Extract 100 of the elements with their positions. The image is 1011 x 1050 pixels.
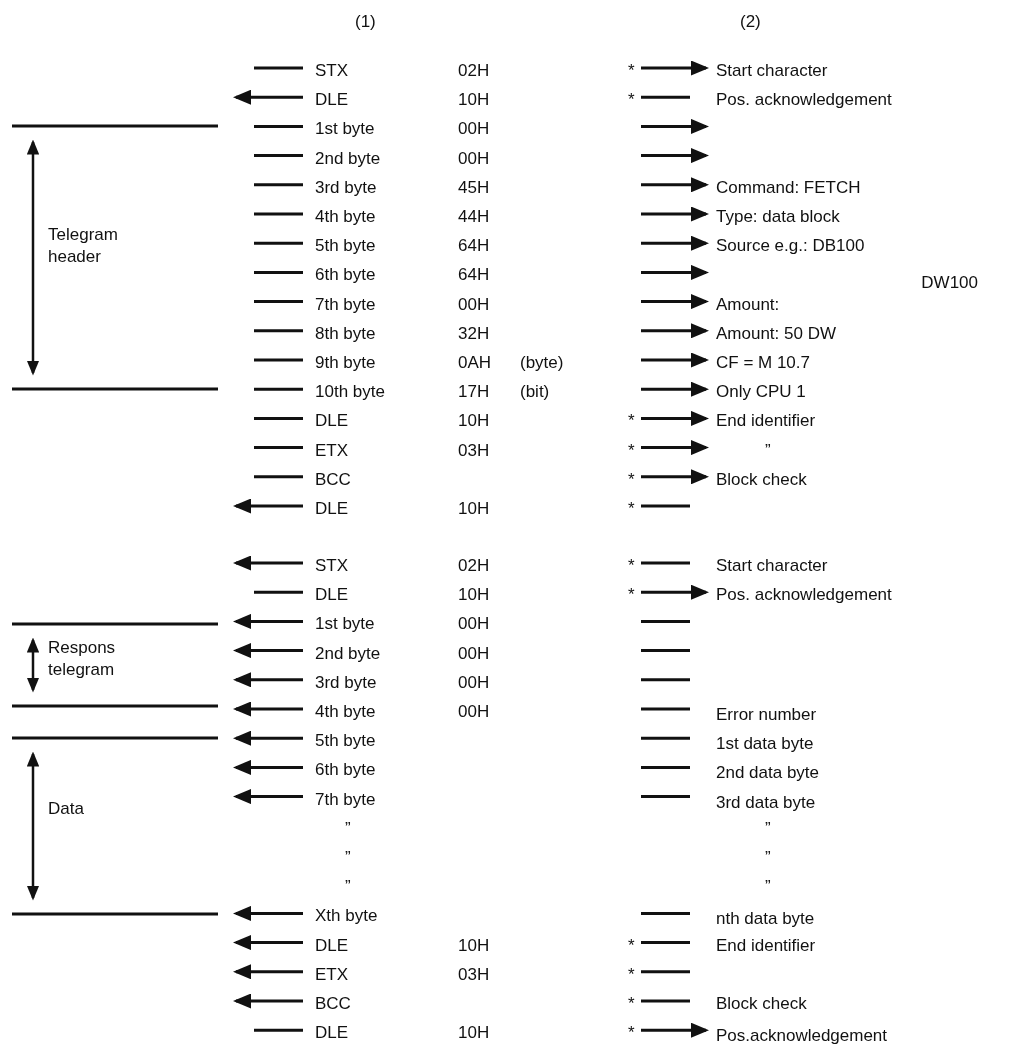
field-name: 1st byte [315, 118, 375, 141]
hex-value: 02H [458, 555, 490, 577]
footnote-mark: * [628, 934, 635, 957]
description: Pos. acknowledgement [716, 89, 892, 112]
column-heading: (2) [740, 11, 761, 33]
description: Block check [716, 993, 807, 1015]
hex-value: 00H [458, 293, 490, 316]
hex-value: 00H [458, 701, 490, 723]
footnote-mark: * [628, 555, 635, 577]
group-label: Data [48, 798, 85, 821]
hex-value: 45H [458, 176, 490, 199]
field-name: 5th byte [315, 235, 376, 258]
column-heading: (1) [355, 11, 376, 33]
footnote-mark: * [628, 584, 635, 607]
field-name: ETX [315, 439, 349, 462]
field-name: 4th byte [315, 701, 376, 723]
description: 2nd data byte [716, 762, 820, 785]
field-name: STX [315, 555, 349, 577]
description: nth data byte [716, 908, 815, 931]
ditto-mark: ” [765, 439, 771, 462]
ditto-mark: ” [765, 847, 771, 869]
footnote-mark: * [628, 1022, 635, 1045]
description: End identifier [716, 934, 816, 957]
description: Amount: [716, 293, 780, 316]
description: End identifier [716, 410, 816, 433]
footnote-mark: * [628, 993, 635, 1015]
field-name: 2nd byte [315, 147, 381, 170]
hex-value: 00H [458, 671, 490, 694]
field-name: DLE [315, 584, 349, 607]
hex-value: 10H [458, 584, 490, 607]
value-note: (bit) [520, 381, 550, 404]
description: 3rd data byte [716, 791, 816, 814]
description: Start character [716, 555, 828, 577]
field-name: 1st byte [315, 613, 375, 636]
footnote-mark: * [628, 468, 635, 491]
description: Block check [716, 468, 807, 491]
value-note: (byte) [520, 352, 564, 374]
field-name: DLE [315, 498, 349, 520]
hex-value: 00H [458, 613, 490, 636]
ditto-mark: ” [765, 876, 771, 899]
hex-value: 03H [458, 963, 490, 986]
hex-value: 00H [458, 642, 490, 665]
description: Only CPU 1 [716, 381, 806, 404]
footnote-mark: * [628, 89, 635, 112]
field-name: DLE [315, 410, 349, 433]
description: 1st data byte [716, 733, 814, 756]
footnote-mark: * [628, 60, 635, 82]
field-name: 10th byte [315, 381, 385, 404]
description: Source e.g.: DB100 [716, 235, 865, 258]
description: Pos.acknowledgement [716, 1025, 888, 1048]
field-name: 2nd byte [315, 642, 381, 665]
description: DW100 [921, 271, 978, 294]
hex-value: 32H [458, 322, 490, 345]
field-name: BCC [315, 993, 351, 1015]
description: Type: data block [716, 206, 840, 228]
field-name: 3rd byte [315, 176, 377, 199]
field-name: ETX [315, 963, 349, 986]
hex-value: 10H [458, 89, 490, 112]
description: Start character [716, 60, 828, 82]
field-name: DLE [315, 934, 349, 957]
footnote-mark: * [628, 498, 635, 520]
field-name: STX [315, 60, 349, 82]
hex-value: 03H [458, 439, 490, 462]
field-name: BCC [315, 468, 351, 491]
ditto-mark: ” [345, 847, 351, 869]
field-name: 9th byte [315, 352, 376, 374]
field-name: 8th byte [315, 322, 376, 345]
hex-value: 10H [458, 498, 490, 520]
field-name: 4th byte [315, 206, 376, 228]
field-name: 6th byte [315, 759, 376, 782]
hex-value: 64H [458, 235, 490, 258]
description: Error number [716, 703, 817, 726]
hex-value: 10H [458, 1022, 490, 1045]
hex-value: 00H [458, 118, 490, 141]
footnote-mark: * [628, 963, 635, 986]
description: Pos. acknowledgement [716, 584, 892, 607]
hex-value: 17H [458, 381, 490, 404]
field-name: 6th byte [315, 264, 376, 287]
hex-value: 0AH [458, 352, 492, 374]
field-name: DLE [315, 1022, 349, 1045]
hex-value: 00H [458, 147, 490, 170]
description: CF = M 10.7 [716, 352, 810, 374]
field-name: DLE [315, 89, 349, 112]
field-name: Xth byte [315, 905, 378, 928]
description: Command: FETCH [716, 176, 861, 199]
group-label: Respons telegram [48, 637, 117, 682]
ditto-mark: ” [765, 817, 771, 840]
hex-value: 10H [458, 410, 490, 433]
footnote-mark: * [628, 439, 635, 462]
field-name: 7th byte [315, 788, 376, 811]
field-name: 7th byte [315, 293, 376, 316]
footnote-mark: * [628, 410, 635, 433]
field-name: 3rd byte [315, 671, 377, 694]
description: Amount: 50 DW [716, 322, 836, 345]
hex-value: 64H [458, 264, 490, 287]
field-name: 5th byte [315, 730, 376, 753]
hex-value: 02H [458, 60, 490, 82]
hex-value: 44H [458, 206, 490, 228]
group-label: Telegram header [48, 224, 119, 269]
ditto-mark: ” [345, 876, 351, 899]
